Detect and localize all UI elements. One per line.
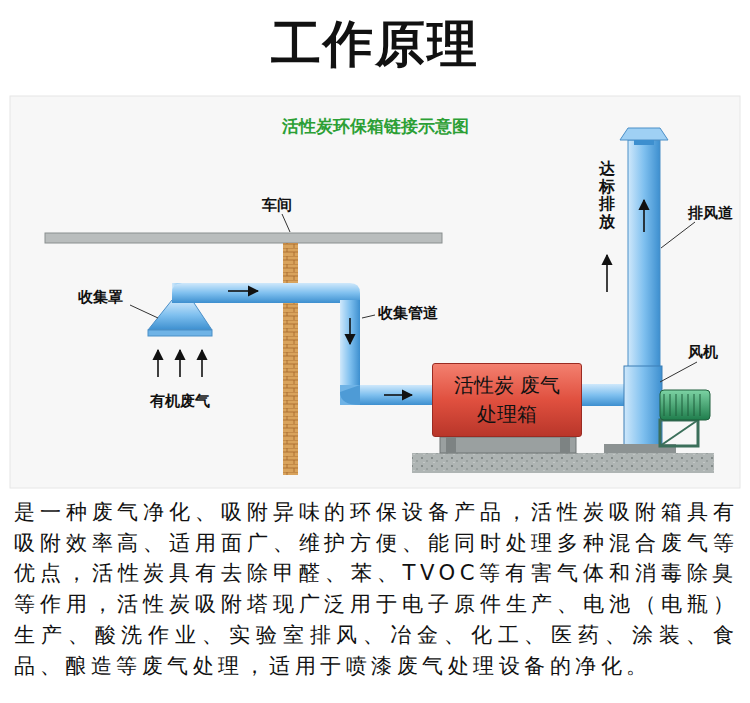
part-label: 车间 — [262, 196, 292, 215]
part-label: 风机 — [688, 343, 718, 362]
part-label: 排风道 — [688, 204, 733, 223]
description-text: 是一种废气净化、吸附异味的环保设备产品，活性炭吸附箱具有吸附效率高、适用面广、维… — [14, 497, 738, 681]
page-title: 工作原理 — [0, 14, 750, 74]
part-label: 收集罩 — [78, 288, 123, 307]
diagram-subtitle: 活性炭环保箱链接示意图 — [282, 115, 469, 138]
flow-label: 达标排放 — [599, 160, 615, 230]
flow-label: 有机废气 — [150, 392, 210, 411]
treatment-box: 活性炭 废气处理箱 — [432, 363, 582, 437]
part-label: 收集管道 — [378, 304, 438, 323]
box-label: 活性炭 废气处理箱 — [452, 371, 562, 429]
